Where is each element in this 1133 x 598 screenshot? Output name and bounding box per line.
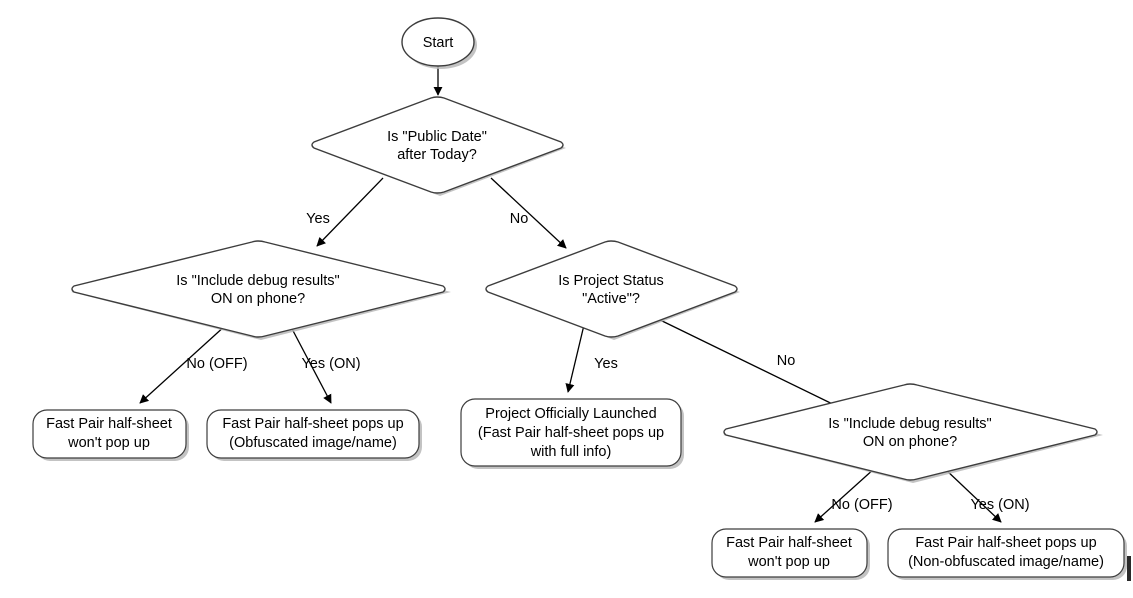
project-status-line2: "Active"? [582,291,640,307]
edge-project-status-no [655,317,852,414]
edge-label-debug-left-on: Yes (ON) [301,356,360,372]
non-obfuscated-line1: Fast Pair half-sheet pops up [915,535,1096,551]
edge-label-debug-right-on: Yes (ON) [970,497,1029,513]
node-decision-project-status[interactable]: Is Project Status "Active"? [485,240,740,340]
public-date-line2: after Today? [397,147,477,163]
obfuscated-line1: Fast Pair half-sheet pops up [222,416,403,432]
edge-label-public-date-yes: Yes [306,211,330,227]
node-terminal-obfuscated[interactable]: Fast Pair half-sheet pops up (Obfuscated… [206,409,422,461]
right-edge-artifact [1127,556,1131,581]
node-decision-debug-right[interactable]: Is "Include debug results" ON on phone? [723,383,1103,483]
edge-layer [139,66,1002,523]
node-terminal-no-popup-left[interactable]: Fast Pair half-sheet won't pop up [32,409,189,461]
debug-right-diamond [723,383,1098,481]
launched-box [460,398,682,467]
edge-label-public-date-no: No [510,211,529,227]
edge-project-status-yes [565,324,585,393]
node-terminal-launched[interactable]: Project Officially Launched (Fast Pair h… [460,398,684,469]
no-popup-right-line1: Fast Pair half-sheet [726,535,852,551]
node-terminal-non-obfuscated[interactable]: Fast Pair half-sheet pops up (Non-obfusc… [887,528,1127,580]
edge-debug-left-on [289,324,332,404]
edge-public-date-no [490,177,567,249]
no-popup-left-box [32,409,187,459]
launched-line2: (Fast Pair half-sheet pops up [478,425,664,441]
debug-left-line1: Is "Include debug results" [176,273,339,289]
start-label: Start [423,35,454,51]
obfuscated-line2: (Obfuscated image/name) [229,435,397,451]
edge-label-debug-right-off: No (OFF) [831,497,892,513]
edge-label-layer: Yes No No (OFF) Yes (ON) Yes No No (OFF)… [186,211,1029,513]
edge-label-project-status-yes: Yes [594,356,618,372]
non-obfuscated-box [887,528,1125,578]
non-obfuscated-line2: (Non-obfuscated image/name) [908,554,1104,570]
no-popup-right-line2: won't pop up [747,554,830,570]
edge-debug-right-on [943,467,1002,523]
debug-right-line2: ON on phone? [863,434,957,450]
edge-public-date-yes [316,177,384,247]
no-popup-left-line2: won't pop up [67,435,150,451]
edge-label-project-status-no: No [777,353,796,369]
public-date-line1: Is "Public Date" [387,129,487,145]
debug-right-line1: Is "Include debug results" [828,416,991,432]
launched-line3: with full info) [530,444,612,460]
debug-left-diamond [71,240,446,338]
node-start[interactable]: Start [401,17,477,69]
edge-debug-right-off [814,467,876,523]
project-status-diamond [485,240,738,338]
node-terminal-no-popup-right[interactable]: Fast Pair half-sheet won't pop up [711,528,870,580]
edge-debug-left-off [139,324,227,404]
edge-label-debug-left-off: No (OFF) [186,356,247,372]
node-decision-debug-left[interactable]: Is "Include debug results" ON on phone? [71,240,451,340]
no-popup-right-box [711,528,868,578]
no-popup-left-line1: Fast Pair half-sheet [46,416,172,432]
obfuscated-box [206,409,420,459]
public-date-diamond [311,96,564,194]
node-decision-public-date[interactable]: Is "Public Date" after Today? [311,96,566,196]
project-status-line1: Is Project Status [558,273,664,289]
debug-left-line2: ON on phone? [211,291,305,307]
start-ellipse [401,17,475,67]
launched-line1: Project Officially Launched [485,406,656,422]
